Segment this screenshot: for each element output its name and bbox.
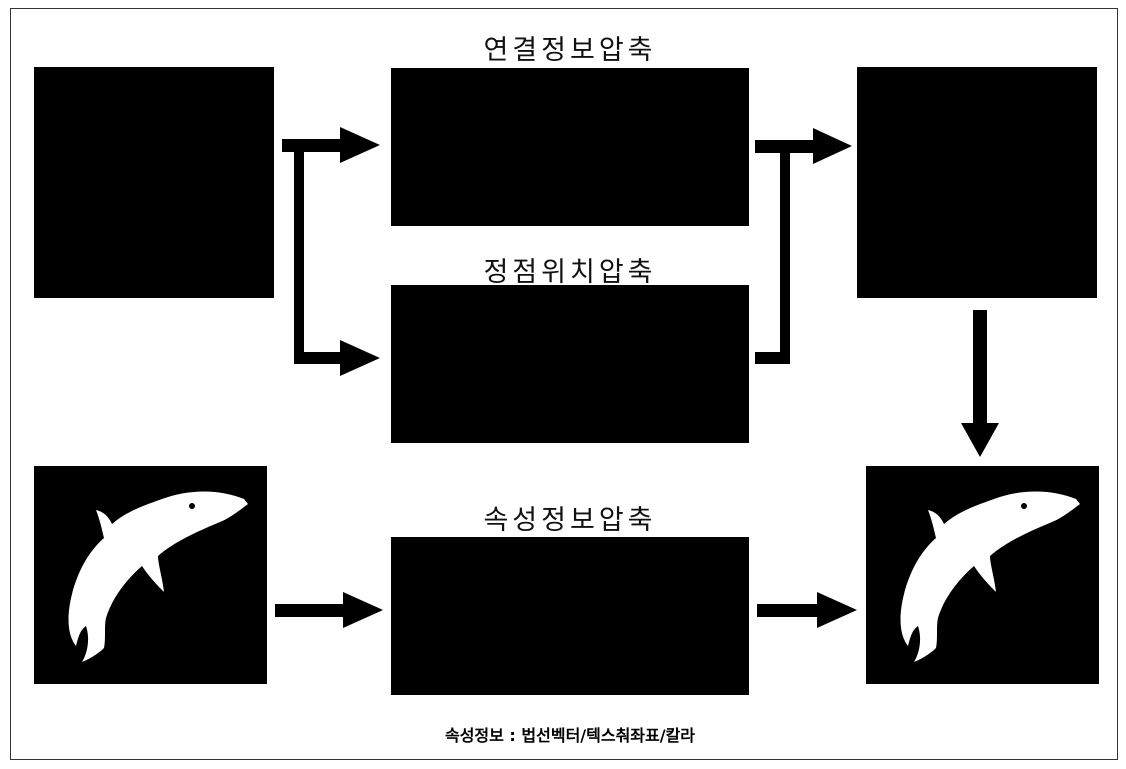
attribute-compression-box (391, 537, 749, 695)
dolphin-icon (900, 491, 1080, 662)
diagram-frame (10, 8, 1118, 760)
connectivity-compression-label: 연결정보압축 (483, 35, 657, 66)
input-image-box (34, 466, 267, 684)
output-image-box (866, 466, 1099, 684)
vertex-position-compression-box (391, 285, 749, 443)
arrow-input-to-connectivity (282, 127, 380, 163)
arrow-branch-to-vertex-position (294, 150, 380, 376)
connectivity-compression-box (391, 68, 749, 226)
arrow-vertex-position-merge (755, 150, 790, 364)
input-mesh-box (34, 67, 274, 298)
vertex-position-compression-label: 정점위치압축 (483, 257, 657, 288)
attribute-compression-label: 속성정보압축 (483, 505, 657, 536)
arrow-down-to-output (961, 310, 999, 457)
arrow-attribute-to-output (757, 592, 857, 628)
arrow-connectivity-to-compressed (755, 128, 852, 164)
attribute-caption: 속성정보 : 법선벡터/텍스춰좌표/칼라 (444, 726, 696, 745)
dolphin-icon (68, 491, 248, 662)
arrow-image-to-attribute (275, 592, 383, 628)
compressed-mesh-box (857, 67, 1097, 298)
